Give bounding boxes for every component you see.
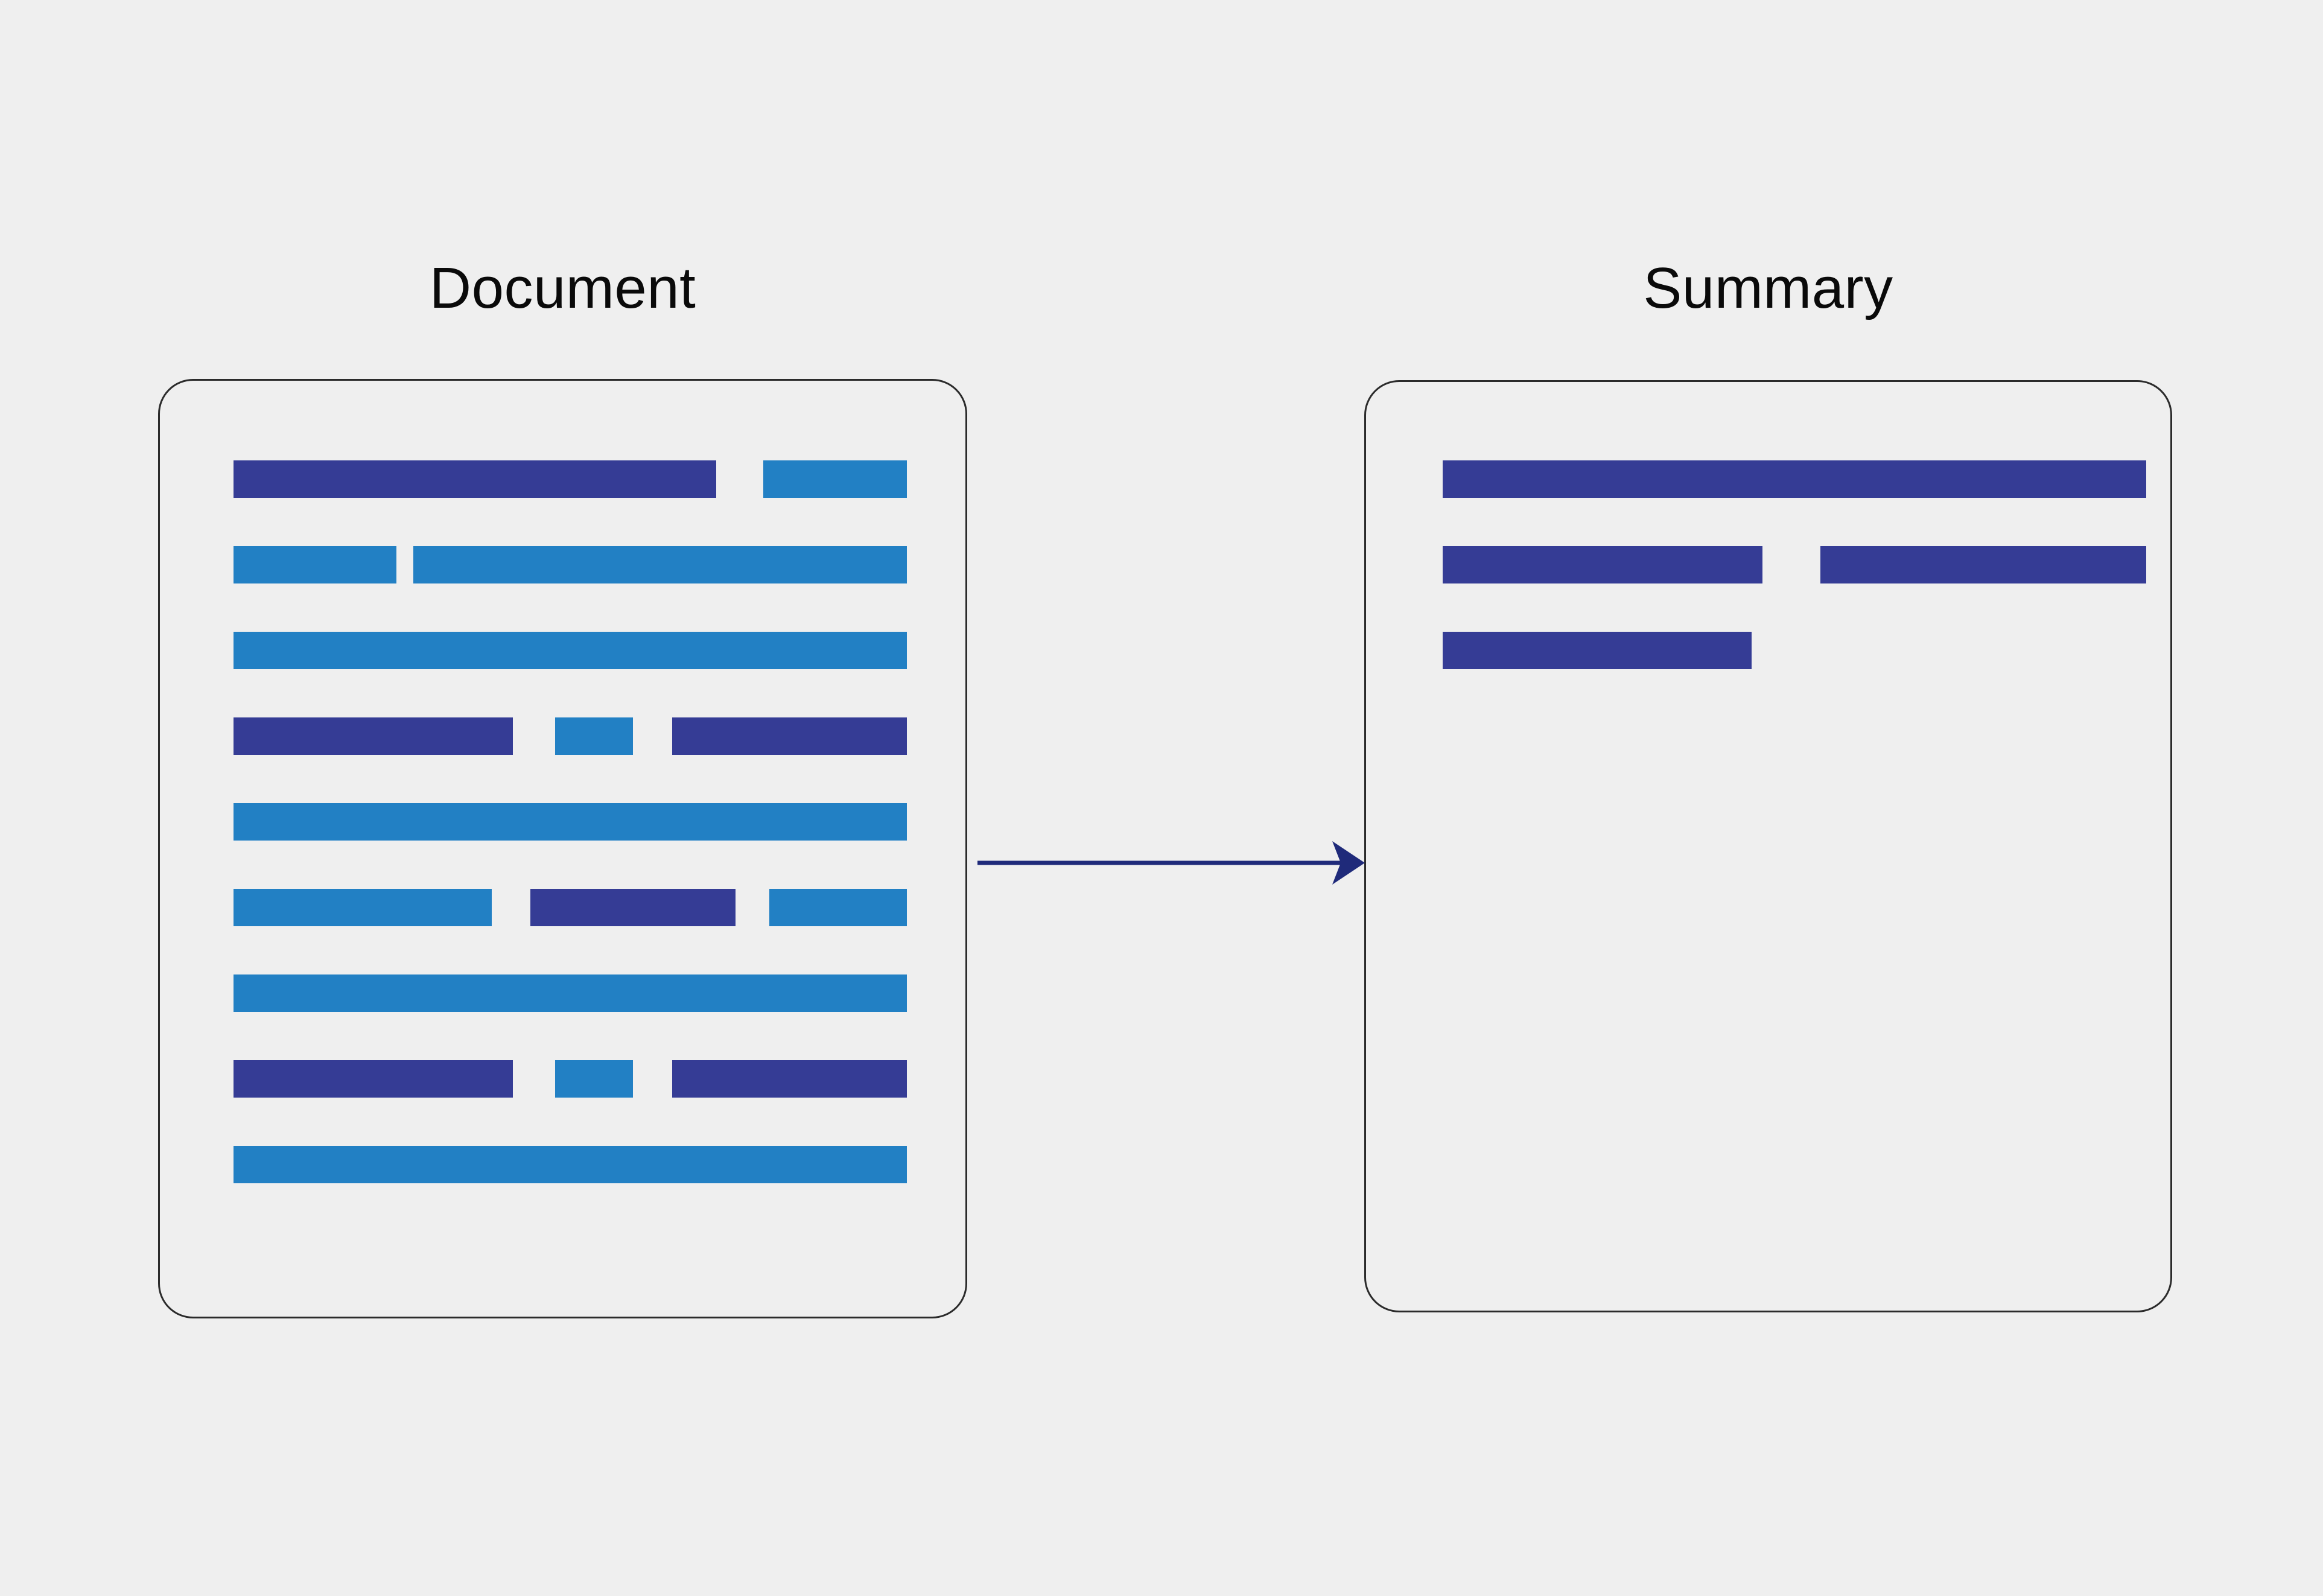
document-text-line-bar-blue [763, 460, 907, 498]
document-text-line-bar-navy [234, 460, 716, 498]
document-text-line-bar-blue [413, 546, 907, 583]
document-text-line-bar-navy [530, 889, 736, 926]
document-text-line-bar-blue [234, 974, 907, 1012]
document-text-line-row [234, 1060, 907, 1098]
document-text-line-row [234, 889, 907, 926]
document-text-line-gap [513, 1060, 555, 1098]
document-card [158, 379, 967, 1318]
document-text-line-gap [396, 546, 413, 583]
document-text-line-bar-blue [555, 1060, 633, 1098]
summary-panel-title: Summary [1643, 256, 1893, 320]
summary-text-line-bar-navy [1820, 546, 2146, 583]
document-text-line-row [234, 717, 907, 755]
document-text-line-row [234, 546, 907, 583]
summary-text-line-row [1443, 632, 2146, 669]
document-text-line-bar-blue [234, 889, 492, 926]
document-text-line-bar-navy [672, 1060, 907, 1098]
summary-text-line-gap [1762, 546, 1820, 583]
document-text-line-gap [716, 460, 763, 498]
document-text-line-bar-blue [555, 717, 633, 755]
summary-text-line-bar-navy [1443, 546, 1762, 583]
document-text-line-gap [633, 1060, 672, 1098]
document-text-line-gap [736, 889, 769, 926]
document-text-line-row [234, 460, 907, 498]
summary-card [1364, 380, 2172, 1312]
document-text-line-bar-navy [672, 717, 907, 755]
document-text-line-gap [492, 889, 530, 926]
document-panel-title: Document [429, 256, 696, 320]
document-text-line-row [234, 974, 907, 1012]
document-text-line-gap [513, 717, 555, 755]
document-text-line-row [234, 632, 907, 669]
document-text-line-bar-blue [234, 546, 396, 583]
document-text-line-row [234, 803, 907, 841]
summary-text-line-bar-navy [1443, 632, 1752, 669]
document-text-line-bar-blue [234, 632, 907, 669]
document-text-line-row [234, 1146, 907, 1183]
document-to-summary-arrow [977, 841, 1365, 885]
document-text-line-bar-blue [234, 803, 907, 841]
arrow-head-icon [1332, 841, 1365, 885]
summary-text-line-row [1443, 546, 2146, 583]
summary-text-line-bar-navy [1443, 460, 2146, 498]
document-text-line-bar-blue [769, 889, 907, 926]
document-text-line-bar-blue [234, 1146, 907, 1183]
summary-text-line-row [1443, 460, 2146, 498]
document-text-line-gap [633, 717, 672, 755]
document-text-line-bar-navy [234, 717, 513, 755]
document-text-line-bar-navy [234, 1060, 513, 1098]
